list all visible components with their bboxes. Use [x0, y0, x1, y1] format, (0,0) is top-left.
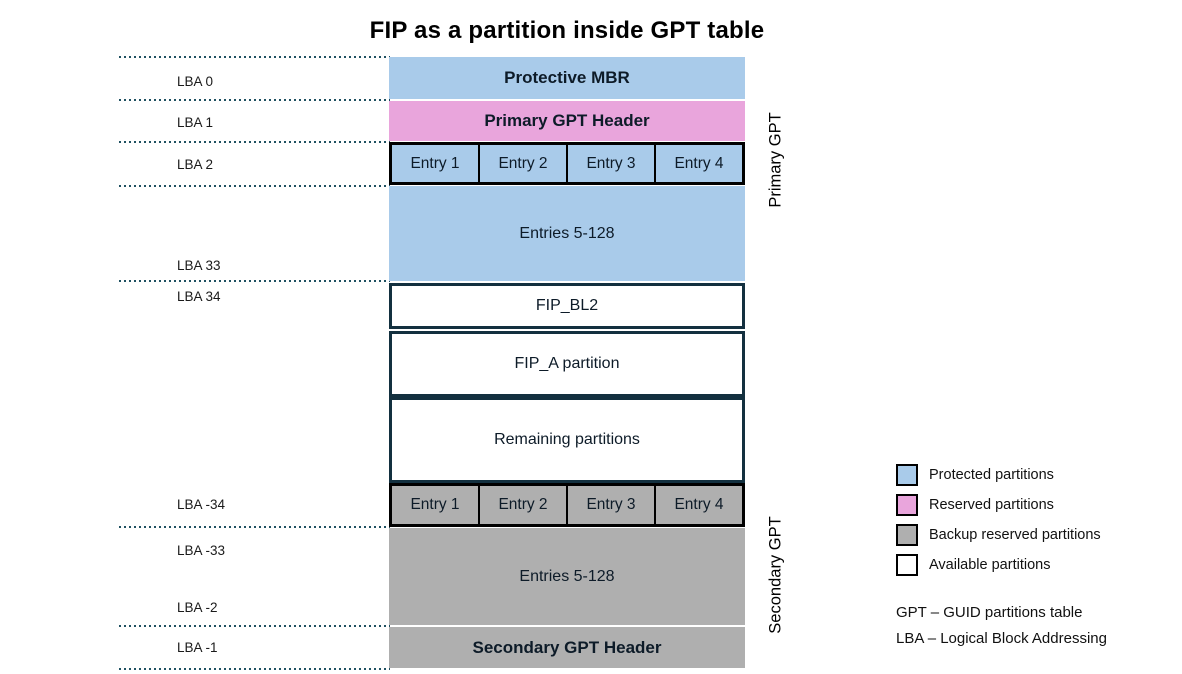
legend-label: Backup reserved partitions	[929, 527, 1101, 543]
secondary-entry-3: Entry 3	[566, 486, 654, 524]
gpt-note: GPT – GUID partitions table	[896, 604, 1083, 621]
block-remaining-partitions: Remaining partitions	[389, 397, 745, 483]
block-fip-bl2: FIP_BL2	[389, 283, 745, 329]
diagram-title: FIP as a partition inside GPT table	[369, 17, 765, 44]
block-primary-gpt-header: Primary GPT Header	[389, 101, 745, 141]
secondary-entry-1: Entry 1	[392, 486, 478, 524]
block-secondary-entries: Entry 1 Entry 2 Entry 3 Entry 4	[389, 483, 745, 527]
legend-item-available: Available partitions	[896, 554, 1101, 576]
dotted-line	[119, 625, 390, 627]
dotted-line	[119, 526, 390, 528]
lba-note: LBA – Logical Block Addressing	[896, 630, 1107, 647]
dotted-line	[119, 141, 390, 143]
available-swatch	[896, 554, 918, 576]
abbreviation-notes: GPT – GUID partitions table LBA – Logica…	[896, 600, 1107, 652]
secondary-gpt-side-label: Secondary GPT	[766, 516, 785, 634]
lba-label-0: LBA 0	[177, 74, 214, 89]
block-protective-mbr: Protective MBR	[389, 57, 745, 99]
lba-label-2: LBA 2	[177, 157, 214, 172]
secondary-entry-2: Entry 2	[478, 486, 566, 524]
block-secondary-gpt-header: Secondary GPT Header	[389, 627, 745, 668]
lba-label-neg2: LBA -2	[177, 600, 218, 615]
secondary-entry-4: Entry 4	[654, 486, 742, 524]
block-secondary-entries-rest: Entries 5-128	[389, 528, 745, 625]
lba-label-33: LBA 33	[177, 258, 221, 273]
lba-label-34: LBA 34	[177, 289, 221, 304]
legend-item-backup-reserved: Backup reserved partitions	[896, 524, 1101, 546]
lba-label-1: LBA 1	[177, 115, 214, 130]
primary-entry-4: Entry 4	[654, 145, 742, 182]
legend-item-protected: Protected partitions	[896, 464, 1101, 486]
primary-entry-1: Entry 1	[392, 145, 478, 182]
backup-reserved-swatch	[896, 524, 918, 546]
primary-gpt-side-label: Primary GPT	[766, 112, 785, 208]
dotted-line	[119, 668, 390, 670]
reserved-swatch	[896, 494, 918, 516]
legend-item-reserved: Reserved partitions	[896, 494, 1101, 516]
protected-swatch	[896, 464, 918, 486]
lba-label-neg34: LBA -34	[177, 497, 226, 512]
dotted-line	[119, 56, 390, 58]
lba-label-neg33: LBA -33	[177, 543, 226, 558]
primary-entry-3: Entry 3	[566, 145, 654, 182]
legend-label: Protected partitions	[929, 467, 1054, 483]
block-primary-entries-rest: Entries 5-128	[389, 186, 745, 281]
lba-label-neg1: LBA -1	[177, 640, 218, 655]
block-primary-entries: Entry 1 Entry 2 Entry 3 Entry 4	[389, 142, 745, 185]
dotted-line	[119, 185, 390, 187]
legend: Protected partitions Reserved partitions…	[896, 464, 1101, 584]
dotted-line	[119, 99, 390, 101]
dotted-line	[119, 280, 390, 282]
legend-label: Reserved partitions	[929, 497, 1054, 513]
legend-label: Available partitions	[929, 557, 1051, 573]
block-fip-a-partition: FIP_A partition	[389, 331, 745, 397]
primary-entry-2: Entry 2	[478, 145, 566, 182]
